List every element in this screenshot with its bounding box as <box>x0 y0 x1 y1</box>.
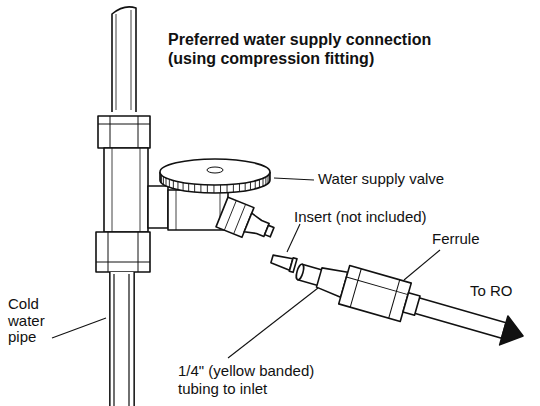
part-label: Water supply valve <box>318 170 518 188</box>
leader-line <box>52 178 440 358</box>
cold-water-pipe <box>112 7 136 112</box>
cold-water-pipe <box>110 272 134 406</box>
part-label: Cold water pipe <box>8 296 54 346</box>
diagram-title: Preferred water supply connection (using… <box>168 30 464 68</box>
compression-nut <box>96 232 150 272</box>
part-label: Ferrule <box>432 230 532 248</box>
part-label: Insert (not included) <box>294 208 494 226</box>
tubing <box>292 252 529 355</box>
tee-fitting <box>104 148 148 232</box>
direction-label: To RO <box>470 282 535 300</box>
compression-nut <box>339 265 412 321</box>
valve-knob <box>160 159 270 185</box>
flow-arrow <box>500 316 527 350</box>
part-label: 1/4" (yellow banded) tubing to inlet <box>178 362 330 398</box>
compression-nut <box>98 116 150 148</box>
insert <box>270 252 297 272</box>
valve-outlet <box>216 197 278 247</box>
